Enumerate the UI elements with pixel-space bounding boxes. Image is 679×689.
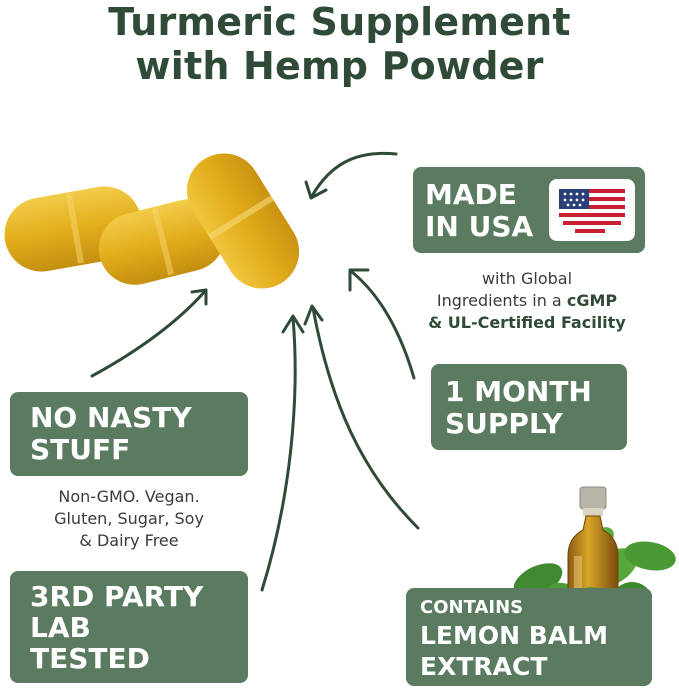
usa-caption-line-3-text: & UL-Certified Facility [428,313,626,332]
usa-caption-line-2-text: Ingredients in a [436,291,567,310]
lemon-balm-line-3: EXTRACT [420,652,548,681]
capsule-tilted [186,153,300,289]
usa-caption-cgmp: cGMP [566,291,618,310]
arrow-from-third-party [260,316,297,592]
no-nasty-stuff-badge: NO NASTY STUFF [10,392,248,476]
usa-flag-icon [549,179,635,241]
no-nasty-caption-line-1: Non-GMO. Vegan. [58,487,200,506]
usa-caption-line-2: Ingredients in a cGMP [400,290,654,312]
arrow-from-one-month [350,270,416,380]
one-month-line-1: 1 MONTH [445,375,592,408]
third-party-line-2: LAB [30,611,91,644]
arrow-from-lemon-balm [311,306,420,530]
page-title-line-2: with Hemp Powder [135,44,544,88]
arrow-from-usa [310,151,398,198]
lemon-balm-line-2: LEMON BALM [420,621,608,650]
made-in-usa-line-1: MADE [425,178,517,211]
third-party-line-1: 3RD PARTY [30,580,204,613]
capsule-middle [98,199,226,285]
one-month-line-2: SUPPLY [445,407,563,440]
made-in-usa-line-2: IN USA [425,210,534,243]
no-nasty-caption-line-3: & Dairy Free [79,531,179,550]
usa-caption-line-1: with Global [481,269,573,288]
no-nasty-caption-line-2: Gluten, Sugar, Soy [54,509,204,528]
no-nasty-line-2: STUFF [30,433,131,466]
page-title-line-1: Turmeric Supplement [108,0,571,44]
no-nasty-caption: Non-GMO. Vegan. Gluten, Sugar, Soy & Dai… [10,486,248,552]
arrow-from-no-nasty [90,288,208,378]
lemon-balm-line-1: CONTAINS [420,597,524,618]
usa-caption: with Global Ingredients in a cGMP & UL-C… [400,268,654,334]
third-party-lab-tested-badge: 3RD PARTY LAB TESTED [10,571,248,683]
no-nasty-line-1: NO NASTY [30,401,192,434]
third-party-line-3: TESTED [30,642,150,675]
usa-caption-line-3: & UL-Certified Facility [400,312,654,334]
lemon-balm-extract-badge: CONTAINS LEMON BALM EXTRACT [406,588,652,686]
one-month-supply-badge: 1 MONTH SUPPLY [431,364,627,450]
made-in-usa-badge: MADE IN USA [413,167,645,253]
